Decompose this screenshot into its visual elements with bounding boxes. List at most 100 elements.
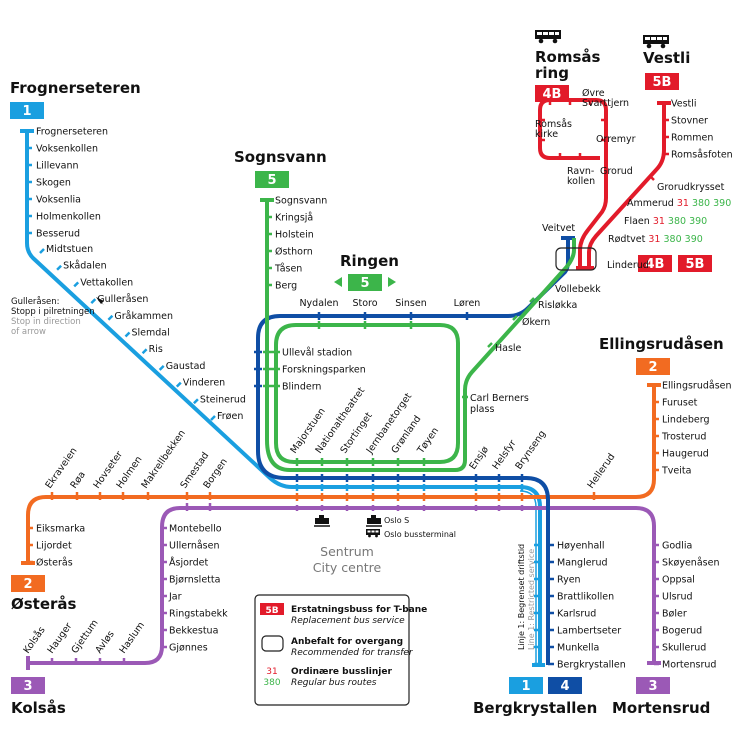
station-midtstuen: Midtstuen <box>46 244 93 255</box>
stop-tick <box>39 248 45 254</box>
station-vinderen: Vinderen <box>183 378 225 389</box>
badge-line-1-south-text: 1 <box>521 679 530 694</box>
station-hellerud: Hellerud <box>585 452 617 491</box>
bus-icon <box>366 529 380 538</box>
legend-replacement-no: Erstatningsbuss for T-bane <box>291 605 427 615</box>
legend-bus-red: 31 <box>266 667 277 677</box>
station-bekkestua: Bekkestua <box>169 626 218 637</box>
station-r-a: Røa <box>68 469 87 490</box>
legend-replacement-swatch <box>260 603 284 615</box>
label-sentrum: Sentrum <box>320 544 374 559</box>
station-grorud: Grorud <box>600 166 633 177</box>
stop-tick <box>90 298 97 304</box>
line-3-track <box>28 506 656 665</box>
bus-stop-flaen: Flaen 31 380 390 <box>624 216 707 227</box>
station-orremyr: Orremyr <box>596 134 636 145</box>
bus-stop-r-dtvet: Rødtvet 31 380 390 <box>608 234 703 245</box>
line-2-track <box>26 385 656 563</box>
terminus-mortensrud: Mortensrud <box>612 699 710 717</box>
line-1-track <box>25 131 542 665</box>
badge-5b-vestli <box>645 73 679 90</box>
station-grorudkrysset: Grorudkrysset <box>657 182 725 193</box>
badge-line-1-text: 1 <box>22 104 31 119</box>
badge-5b-text: 5B <box>653 75 672 90</box>
badge-line-4-text: 4 <box>560 679 569 694</box>
stop-tick <box>529 297 535 303</box>
stop-tick <box>141 348 148 355</box>
station-avl-s: Avløs <box>93 629 116 656</box>
arrow-right-icon <box>388 277 396 287</box>
route-green: 380 390 <box>692 198 731 209</box>
station-vettakollen: Vettakollen <box>80 277 133 288</box>
legend-regular-no: Ordinære busslinjer <box>291 667 392 677</box>
route-green: 380 390 <box>668 216 707 227</box>
station-ulleva-l-stadion: Ullevål stadion <box>282 348 352 359</box>
terminus-ringen: Ringen <box>340 252 399 270</box>
station-ravnkollen-2: kollen <box>567 176 595 187</box>
badge-4b-romsas <box>535 85 569 102</box>
terminus-vestli: Vestli <box>643 49 690 67</box>
bus-stop-ammerud: Ammerud 31 380 390 <box>627 198 731 209</box>
note-gulleraasen-no: Stopp i pilretningen <box>11 307 95 317</box>
badge-line-5-text: 5 <box>267 173 276 188</box>
terminus-kolsas: Kolsås <box>11 699 66 717</box>
stop-tick <box>512 315 518 321</box>
badge-line-5-sognsvann <box>255 171 289 188</box>
badge-line-2-west-text: 2 <box>23 577 32 592</box>
station-rommen: Rommen <box>671 133 713 144</box>
station-frognerseteren: Frognerseteren <box>36 127 108 138</box>
station-ryen: Ryen <box>557 575 581 586</box>
station-manglerud: Manglerud <box>557 558 608 569</box>
station-haugerud: Haugerud <box>662 449 709 460</box>
station-mortensrud: Mortensrud <box>662 660 716 671</box>
linderud-transfer-box <box>555 247 597 271</box>
station-sinsen: Sinsen <box>395 298 427 309</box>
legend-transfer-en: Recommended for transfer <box>291 648 414 658</box>
station-brattlikollen: Brattlikollen <box>557 592 614 603</box>
station-skullerud: Skullerud <box>662 643 706 654</box>
legend-regular-en: Regular bus routes <box>291 678 377 688</box>
badge-line-3-mortensrud <box>636 677 670 694</box>
station-forskningsparken: Forskningsparken <box>282 365 366 376</box>
badge-linderud-4b <box>638 255 672 272</box>
station-tveita: Tveita <box>661 466 691 477</box>
route-red: 31 <box>653 216 668 227</box>
station-eiksmarka: Eiksmarka <box>36 524 85 535</box>
station-voksenkollen: Voksenkollen <box>36 144 98 155</box>
station-ullerna-sen: Ullernåsen <box>169 541 219 552</box>
badge-line-1-bergkrystallen <box>509 677 543 694</box>
legend-replacement-en: Replacement bus service <box>291 616 405 626</box>
badge-line-2-ellingsrudasen <box>636 358 670 375</box>
station-ska-dalen: Skådalen <box>63 261 107 272</box>
stop-tick <box>56 264 62 271</box>
legend: 5B Erstatningsbuss for T-bane Replacemen… <box>254 594 427 706</box>
station-sognsvann: Sognsvann <box>275 196 327 207</box>
station-holmenkollen: Holmenkollen <box>36 212 101 223</box>
station-skogen: Skogen <box>36 178 71 189</box>
station-vestli: Vestli <box>671 99 697 110</box>
station-romsas-kirke-2: kirke <box>535 129 558 140</box>
bus-4b-route-inner <box>582 215 605 268</box>
station-b-ler: Bøler <box>662 609 687 620</box>
station-haslum: Haslum <box>117 620 147 656</box>
direction-arrow-icon-2 <box>96 297 104 304</box>
station-brynseng: Brynseng <box>513 429 548 472</box>
station--kern: Økern <box>522 317 550 328</box>
station-l-ren: Løren <box>454 298 481 309</box>
stop-tick <box>487 342 493 348</box>
station-slemdal: Slemdal <box>132 328 170 339</box>
station-gra-kammen: Gråkammen <box>114 311 173 322</box>
train-icon <box>314 515 330 527</box>
terminus-osteras: Østerås <box>11 595 77 613</box>
station-kolsa-s: Kolsås <box>21 625 47 656</box>
station-h-yenhall: Høyenhall <box>557 541 605 552</box>
stop-tick <box>73 281 80 288</box>
stop-tick <box>107 314 114 321</box>
station-lijordet: Lijordet <box>36 541 72 552</box>
station-besserud: Besserud <box>36 229 80 240</box>
station-hasle: Hasle <box>495 343 522 354</box>
note-gulleraasen-en-2: of arrow <box>11 327 46 337</box>
station-risl-kka: Risløkka <box>538 300 577 311</box>
station-a-sjordet: Åsjordet <box>169 557 209 569</box>
